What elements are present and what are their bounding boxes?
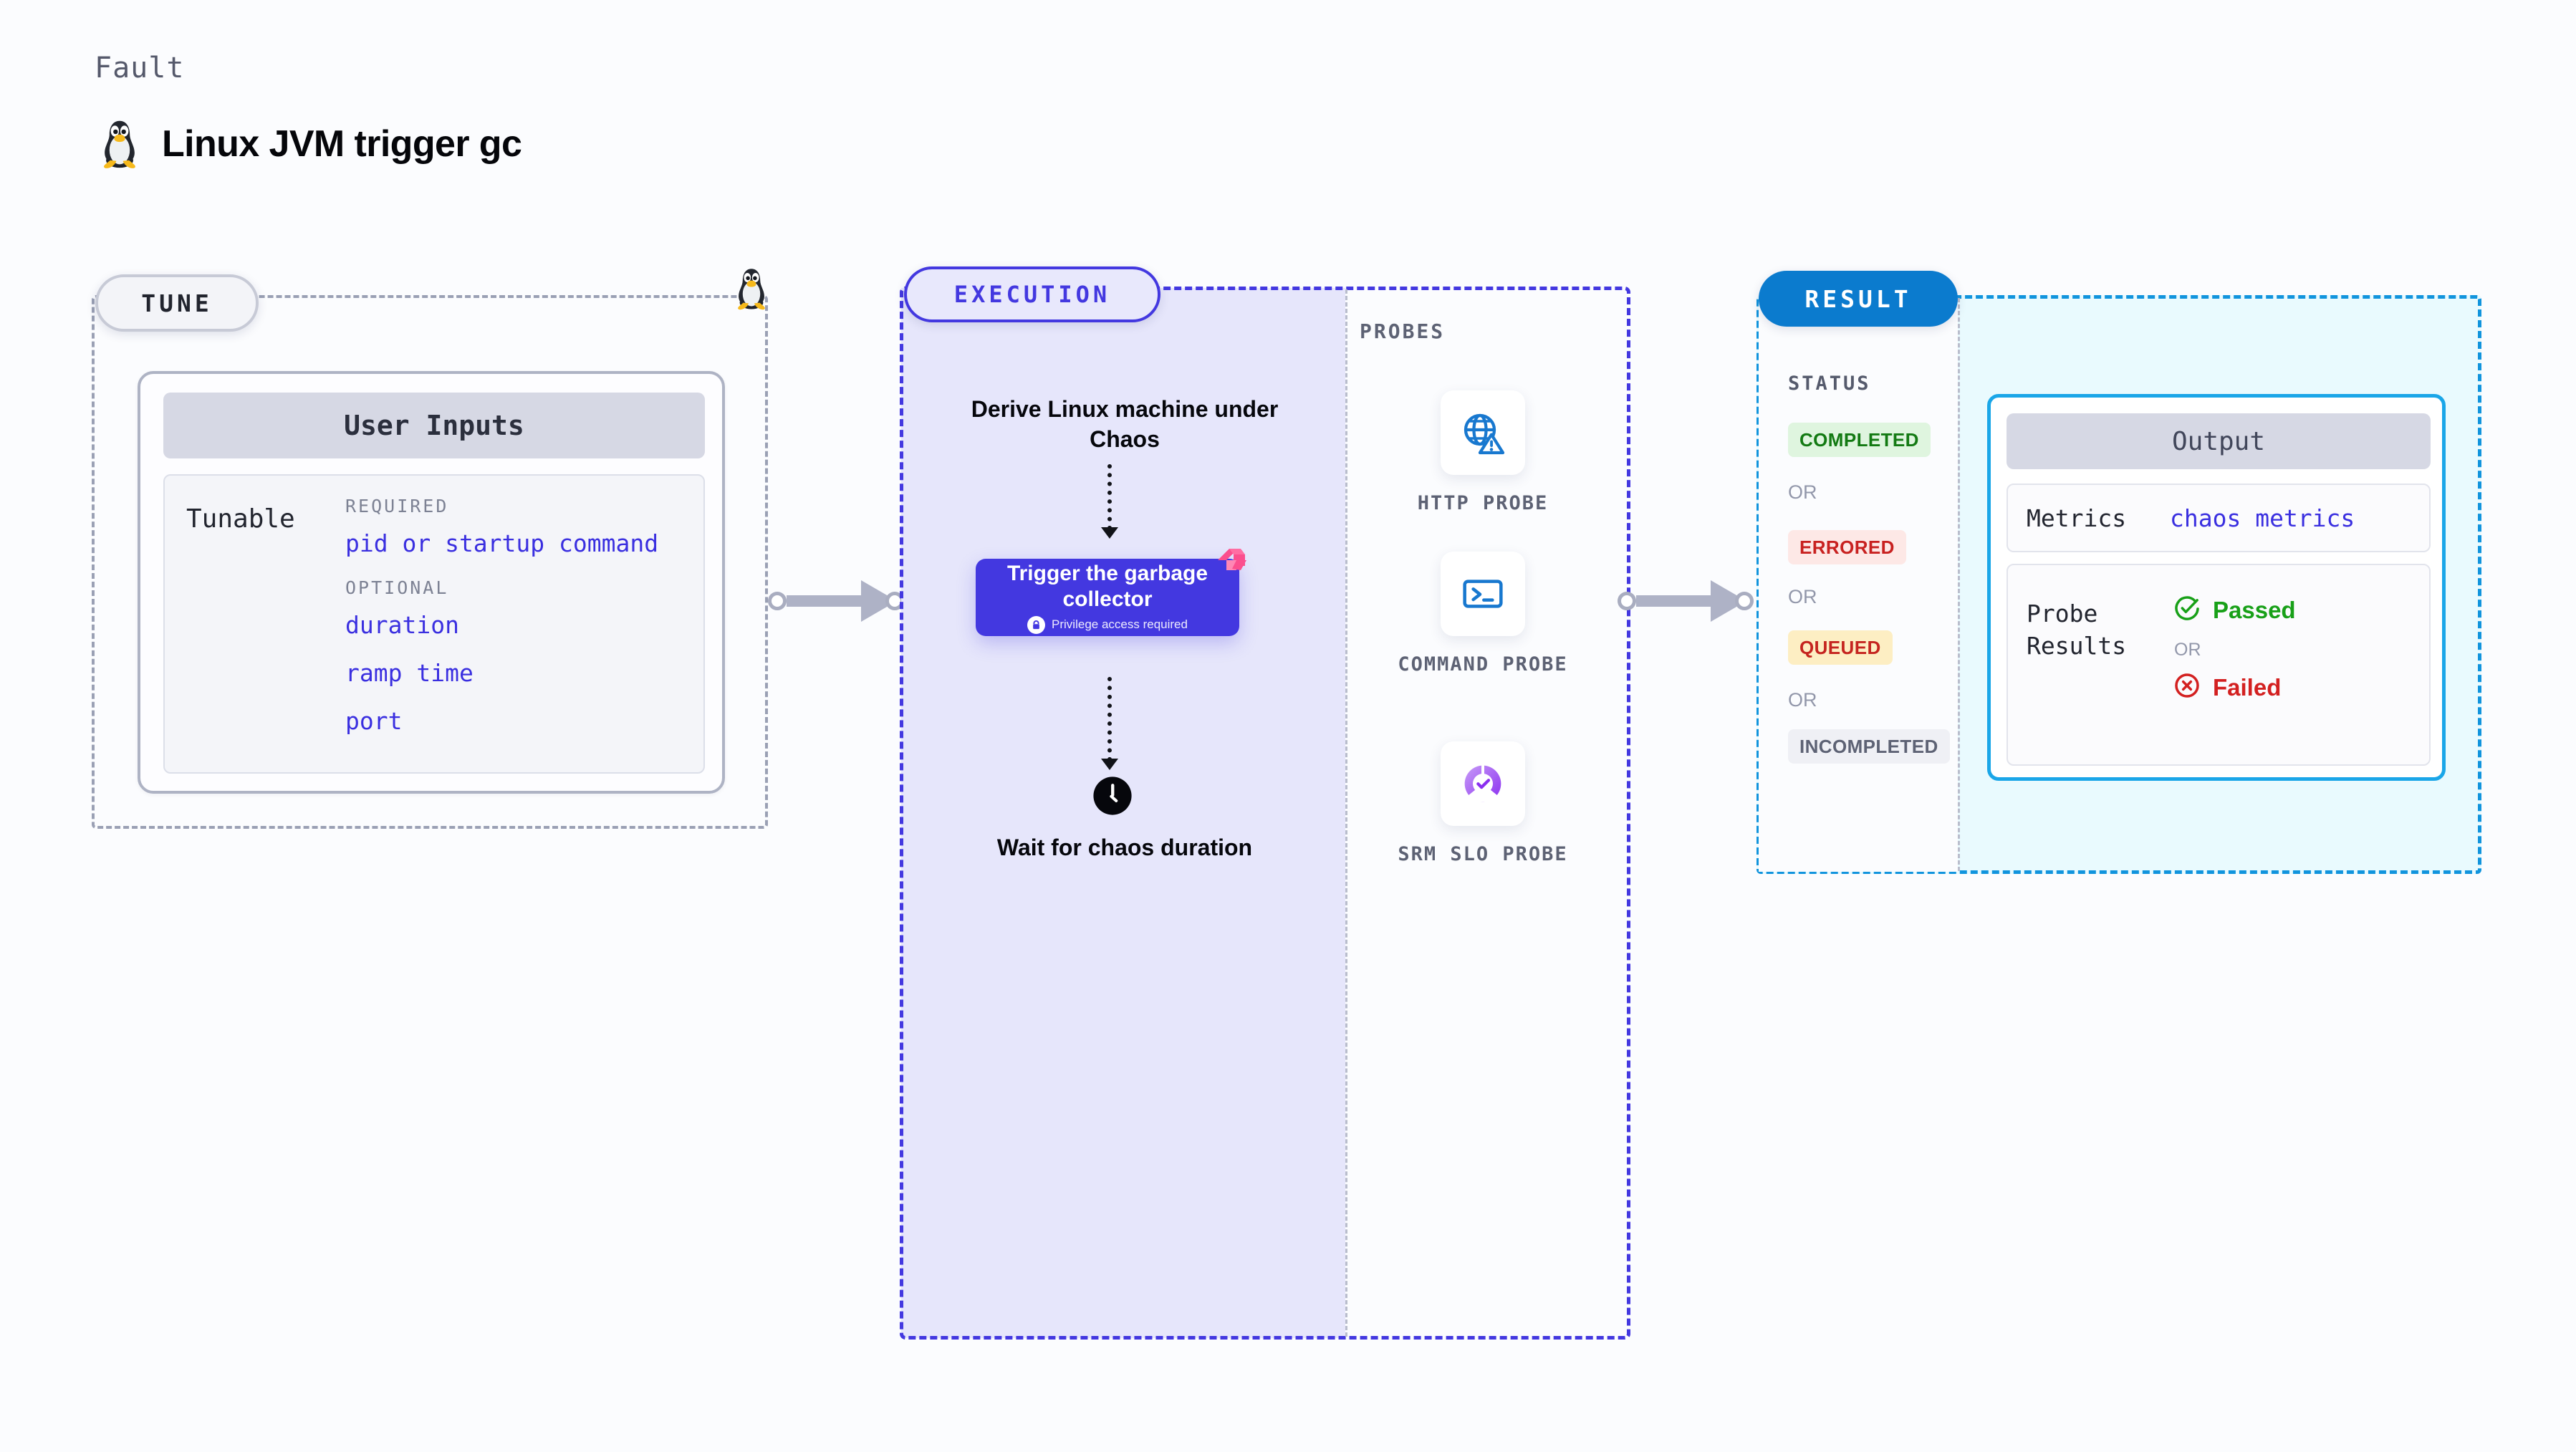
status-badge-errored: ERRORED — [1788, 530, 1906, 564]
tunable-row-label: Tunable — [186, 504, 295, 534]
status-badge-completed: COMPLETED — [1788, 423, 1931, 457]
clock-icon — [1092, 775, 1133, 820]
page-title: Linux JVM trigger gc — [97, 118, 522, 170]
flow-arrow-down-icon — [1101, 677, 1118, 770]
terminal-icon — [1441, 552, 1525, 636]
tunable-item-port[interactable]: port — [345, 707, 403, 735]
page-title-text: Linux JVM trigger gc — [162, 123, 522, 165]
tune-section — [92, 295, 768, 829]
execution-fill — [901, 288, 1345, 1338]
privilege-note: Privilege access required — [1027, 615, 1188, 634]
probe-command[interactable]: COMMAND PROBE — [1390, 552, 1576, 678]
user-inputs-header: User Inputs — [163, 393, 705, 458]
fault-eyebrow: Fault — [95, 52, 185, 85]
execution-step-derive: Derive Linux machine under Chaos — [971, 396, 1279, 453]
tunable-item-ramp-time[interactable]: ramp time — [345, 659, 474, 687]
tunable-group-heading-optional: OPTIONAL — [345, 577, 449, 598]
execution-step-wait: Wait for chaos duration — [996, 835, 1253, 860]
connector-execution-to-result — [1618, 580, 1754, 622]
output-metrics-key: Metrics — [2027, 504, 2127, 532]
or-separator: OR — [2174, 640, 2201, 660]
or-separator: OR — [1788, 586, 1817, 607]
tunable-item-pid[interactable]: pid or startup command — [345, 529, 659, 557]
result-column-divider — [1958, 298, 1960, 871]
probes-label: PROBES — [1360, 319, 1446, 343]
probe-command-label: COMMAND PROBE — [1398, 653, 1568, 675]
execution-probes-divider — [1345, 289, 1347, 1337]
flow-arrow-down-icon — [1101, 464, 1118, 539]
or-separator: OR — [1788, 689, 1817, 711]
tunable-panel: Tunable REQUIRED pid or startup command … — [163, 474, 705, 774]
probe-result-passed-label: Passed — [2213, 596, 2296, 623]
probe-srm-slo-label: SRM SLO PROBE — [1398, 843, 1568, 865]
status-label: STATUS — [1788, 372, 1871, 395]
result-pill: RESULT — [1759, 271, 1958, 327]
privilege-note-text: Privilege access required — [1052, 617, 1188, 632]
or-separator: OR — [1788, 481, 1817, 503]
status-badge-queued: QUEUED — [1788, 630, 1893, 665]
output-header: Output — [2007, 413, 2431, 469]
tunable-values: REQUIRED pid or startup command OPTIONAL… — [345, 496, 689, 755]
x-circle-icon — [2173, 671, 2201, 703]
probe-srm-slo[interactable]: SRM SLO PROBE — [1390, 741, 1576, 867]
connector-end-dot — [1735, 592, 1754, 610]
connector-start-dot — [1618, 592, 1636, 610]
output-probe-results-row: Probe Results Passed OR — [2007, 564, 2431, 766]
execution-section — [900, 287, 1630, 1340]
lock-icon — [1027, 615, 1046, 634]
linux-penguin-icon — [97, 118, 142, 170]
connector-start-dot — [768, 592, 787, 610]
user-inputs-card: User Inputs Tunable REQUIRED pid or star… — [138, 371, 725, 794]
slo-donut-check-icon — [1441, 741, 1525, 826]
probe-result-passed: Passed — [2173, 594, 2296, 626]
output-card: Output Metrics chaos metrics Probe Resul… — [1987, 394, 2446, 781]
output-probe-results-key: Probe Results — [2027, 600, 2127, 660]
probe-result-failed-label: Failed — [2213, 673, 2282, 701]
execution-pill: EXECUTION — [904, 266, 1160, 322]
probe-http[interactable]: HTTP PROBE — [1390, 390, 1576, 516]
pink-ribbon-icon — [1215, 547, 1248, 581]
output-metrics-row: Metrics chaos metrics — [2007, 484, 2431, 552]
trigger-title: Trigger the garbage collector — [1006, 562, 1208, 611]
probe-result-failed: Failed — [2173, 671, 2281, 703]
tunable-item-duration[interactable]: duration — [345, 611, 459, 639]
probe-http-label: HTTP PROBE — [1417, 492, 1549, 514]
result-status-column — [1759, 297, 1958, 872]
check-circle-icon — [2173, 594, 2201, 626]
connector-line — [787, 595, 862, 607]
connector-tune-to-execution — [768, 580, 904, 622]
tunable-group-heading-required: REQUIRED — [345, 496, 449, 516]
output-metrics-value[interactable]: chaos metrics — [2170, 504, 2355, 532]
linux-penguin-icon — [732, 266, 771, 311]
status-badge-incompleted: INCOMPLETED — [1788, 729, 1950, 764]
globe-warning-icon — [1441, 390, 1525, 475]
execution-step-trigger-card[interactable]: Trigger the garbage collector Privilege … — [976, 549, 1246, 636]
connector-line — [1636, 595, 1712, 607]
tune-pill: TUNE — [95, 274, 259, 332]
